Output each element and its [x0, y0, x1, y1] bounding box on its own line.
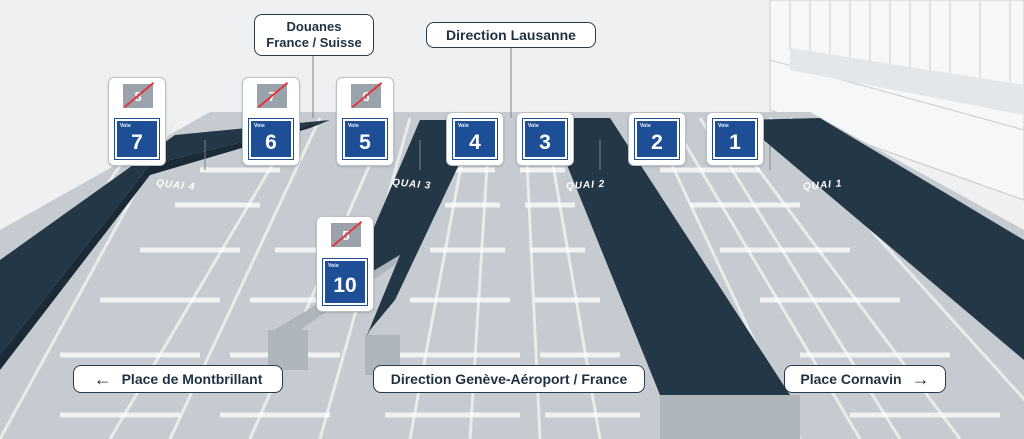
strike-icon	[257, 82, 289, 108]
sleepers	[60, 167, 1000, 418]
voie-panel: Voie 10	[322, 258, 368, 306]
voie-sign-10: 5 Voie 10	[316, 216, 374, 312]
strike-icon	[331, 221, 363, 247]
geneve-aeroport-label: Direction Genève-Aéroport / France	[390, 371, 628, 387]
old-number-8-crossed: 8	[123, 82, 155, 108]
voie-label: Voie	[528, 123, 539, 129]
leader-lines	[204, 46, 771, 170]
platform-quai-4	[0, 120, 330, 355]
voie-number: 1	[729, 131, 741, 154]
arrow-left-icon: ←	[93, 369, 112, 389]
cornavin-callout: Place Cornavin →	[784, 365, 946, 393]
platform-quai-3-cap-left	[268, 330, 308, 370]
station-building	[769, 0, 1024, 201]
voie-number: 10	[333, 274, 357, 297]
old-number-7-crossed: 7	[257, 82, 289, 108]
old-number-6-crossed: 6	[351, 82, 383, 108]
douanes-callout: Douanes France / Suisse	[254, 14, 374, 56]
voie-label: Voie	[328, 263, 339, 269]
voie-label: Voie	[348, 123, 359, 129]
arrow-right-icon: →	[911, 369, 930, 389]
voie-number: 4	[469, 131, 481, 154]
lausanne-callout: Direction Lausanne	[426, 22, 596, 48]
douanes-line-2: France / Suisse	[266, 35, 362, 50]
voie-number: 7	[131, 131, 143, 154]
old-number-5-crossed: 5	[331, 221, 363, 247]
voie-number: 6	[265, 131, 277, 154]
montbrillant-label: Place de Montbrillant	[121, 371, 263, 387]
voie-label: Voie	[640, 123, 651, 129]
montbrillant-callout: ← Place de Montbrillant	[73, 365, 283, 393]
voie-label: Voie	[458, 123, 469, 129]
platform-quai-3	[270, 120, 480, 355]
cornavin-label: Place Cornavin	[800, 371, 902, 387]
strike-icon	[351, 82, 383, 108]
voie-label: Voie	[718, 123, 729, 129]
platform-quai-2-cap	[660, 395, 800, 439]
geneve-aeroport-callout: Direction Genève-Aéroport / France	[373, 365, 645, 393]
platform-quai-4-edge	[0, 120, 330, 370]
voie-number: 3	[539, 131, 551, 154]
voie-label: Voie	[120, 123, 131, 129]
platform-quai-1	[740, 118, 1024, 360]
lausanne-label: Direction Lausanne	[446, 27, 576, 43]
voie-label: Voie	[254, 123, 265, 129]
douanes-line-1: Douanes	[286, 19, 342, 34]
platform-quai-2	[548, 118, 790, 395]
voie-number: 5	[359, 131, 371, 154]
strike-icon	[123, 82, 155, 108]
voie-number: 2	[651, 131, 663, 154]
